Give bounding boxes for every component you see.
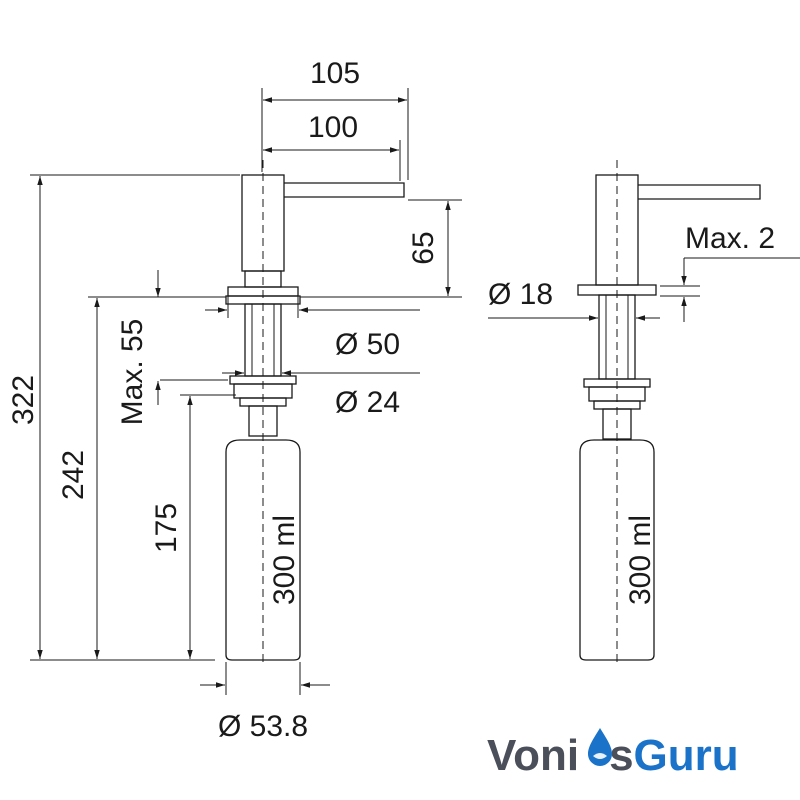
bottle-right — [579, 439, 655, 661]
right-dimensions — [488, 257, 800, 322]
spout-right — [638, 184, 761, 200]
water-drop-icon — [588, 728, 612, 766]
dim-bottle-diameter: Ø 53.8 — [218, 710, 308, 743]
dim-hole-diameter: Ø 24 — [335, 386, 400, 419]
dim-width-spout: 100 — [308, 111, 358, 144]
logo-text-voni: Voni — [487, 731, 579, 780]
logo-text-s: s — [609, 731, 633, 780]
left-dimensions — [30, 88, 462, 695]
shank — [244, 303, 282, 377]
label-volume-left: 300 ml — [268, 515, 301, 605]
left-dispenser — [225, 160, 405, 665]
dim-flange-diameter: Ø 50 — [335, 328, 400, 361]
dim-neck-diameter: Ø 18 — [488, 278, 553, 311]
right-dispenser — [577, 160, 761, 665]
dim-max-2: Max. 2 — [685, 222, 775, 255]
label-volume-right: 300 ml — [624, 515, 657, 605]
bottle — [225, 439, 301, 661]
dim-height-242: 242 — [57, 450, 90, 500]
dim-height-total: 322 — [7, 375, 40, 425]
spout — [284, 182, 405, 198]
dim-spout-height: 65 — [407, 231, 440, 264]
dim-width-total: 105 — [310, 57, 360, 90]
logo-text-guru: Guru — [634, 731, 739, 780]
dim-max-thickness: Max. 55 — [116, 319, 149, 426]
dim-height-175: 175 — [150, 503, 183, 553]
